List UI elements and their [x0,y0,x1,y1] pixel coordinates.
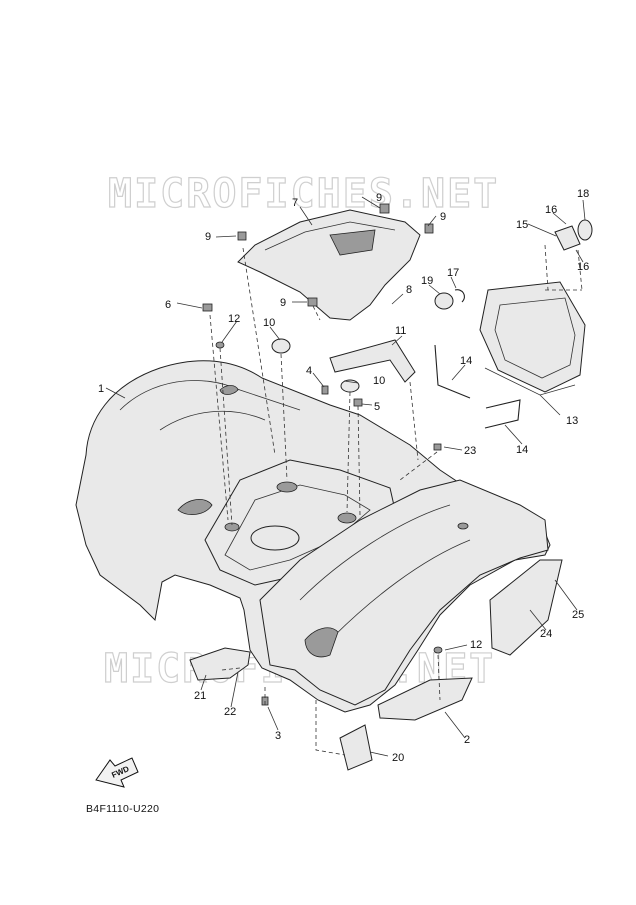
top-cover-7 [237,209,421,321]
callout-14a: 14 [460,355,472,367]
callout-6: 6 [165,299,171,311]
callout-4: 4 [306,365,312,377]
callout-9d: 9 [280,297,286,309]
callout-24: 24 [540,628,552,640]
grommet-side [457,522,469,530]
cap-19 [434,292,454,310]
callout-21: 21 [194,690,206,702]
callout-18: 18 [577,188,589,200]
callout-17: 17 [447,267,459,279]
bracket-21 [189,647,251,681]
callout-1: 1 [98,383,104,395]
cap-18 [577,219,593,241]
callout-15: 15 [516,219,528,231]
rod-14a [434,344,471,399]
assembly-lines [209,247,441,756]
plate-20 [339,724,373,771]
callout-12a: 12 [228,313,240,325]
plate-2 [377,677,473,721]
watermark-top: MICROFICHES.NET [108,171,499,217]
cap-15 [554,225,581,251]
callout-5: 5 [374,401,380,413]
tool-box-13 [479,281,586,396]
storage-hole [250,525,300,551]
clip-17 [454,289,465,303]
callout-16b: 16 [577,261,589,273]
panel-24 [489,559,563,656]
callout-7: 7 [292,197,298,209]
callout-9b: 9 [376,192,382,204]
callout-3: 3 [275,730,281,742]
rod-14b [484,399,521,429]
callout-8: 8 [406,284,412,296]
callout-25: 25 [572,609,584,621]
callout-19: 19 [421,275,433,287]
bracket-11 [329,339,416,383]
fasteners [202,203,443,654]
callout-23: 23 [464,445,476,457]
callout-10a: 10 [263,317,275,329]
callout-20: 20 [392,752,404,764]
callout-9a: 9 [205,231,211,243]
callout-9c: 9 [440,211,446,223]
grommet-left [276,481,298,493]
diagram-code: B4F1110-U220 [86,803,160,815]
callout-11: 11 [395,325,406,337]
callout-2: 2 [464,734,470,746]
grommet-right [337,512,357,524]
callout-16a: 16 [545,204,557,216]
callout-14b: 14 [516,444,528,456]
callout-12b: 12 [470,639,482,651]
callouts: 1 2 3 4 5 6 7 8 9 9 9 9 10 10 11 12 12 1… [98,188,589,764]
leader-lines [105,196,586,757]
callout-22: 22 [224,706,236,718]
fwd-arrow-icon: FWD [95,757,139,788]
callout-10b: 10 [373,375,385,387]
callout-13: 13 [566,415,578,427]
